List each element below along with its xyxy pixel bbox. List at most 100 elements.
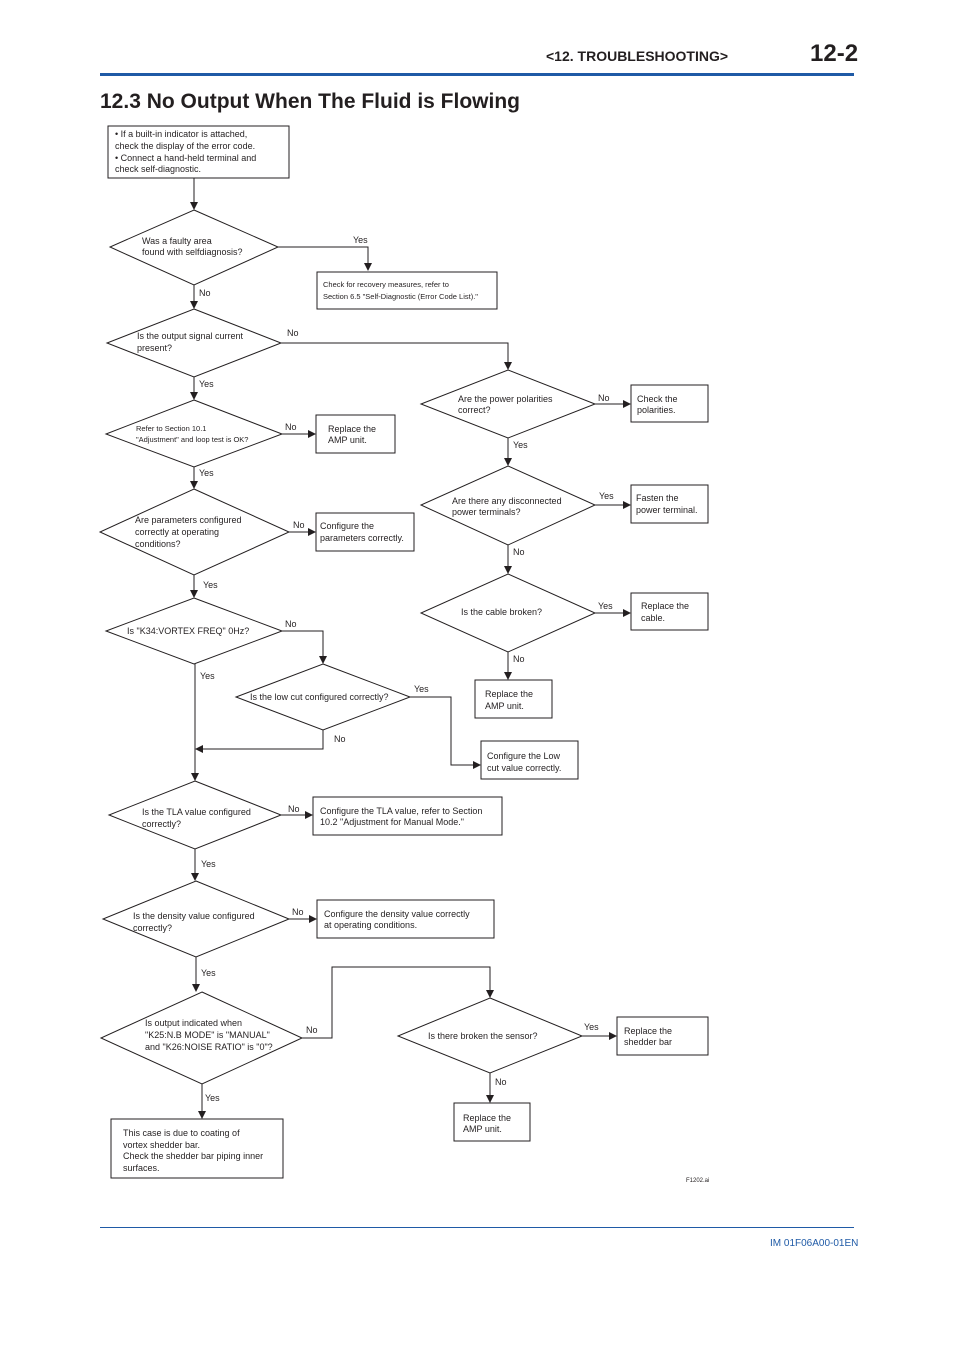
a3-box [315,414,396,454]
sa2-box [453,1102,531,1142]
q7-text: Is the TLA value configured [142,807,251,817]
yes-label: Yes [203,580,218,590]
sa2-text: Replace the [463,1113,511,1123]
ra3-text: Replace the [641,601,689,611]
no-label: No [285,422,297,432]
a7-text: 10.2 "Adjustment for Manual Mode." [320,817,464,827]
q9-text: Is output indicated when [145,1018,242,1028]
start-box [107,125,290,179]
q7-text: correctly? [142,819,181,829]
sa1-text: Replace the [624,1026,672,1036]
a9-text: This case is due to coating of [123,1128,240,1138]
yes-label: Yes [201,859,216,869]
footer-rule [100,1227,854,1228]
yes-label: Yes [584,1022,599,1032]
start-box-line: check self-diagnostic. [115,164,201,174]
q5-diamond [104,597,284,665]
yes-label: Yes [513,440,528,450]
no-label: No [495,1077,507,1087]
a1-text: Check for recovery measures, refer to [323,280,449,289]
q3-text: Refer to Section 10.1 [136,424,206,433]
start-box-line: check the display of the error code. [115,141,255,151]
r3-text: Is the cable broken? [461,607,542,617]
q3-text: "Adjustment" and loop test is OK? [136,435,248,444]
ra2-box [630,484,709,524]
a6-text: cut value correctly. [487,763,561,773]
page-number: 12-2 [810,40,859,67]
a9-text: Check the shedder bar piping inner [123,1151,263,1161]
no-label: No [293,520,305,530]
yes-label: Yes [599,491,614,501]
a6-box [480,740,579,780]
no-label: No [285,619,297,629]
ra4-text: Replace the [485,689,533,699]
sa1-box [616,1016,709,1056]
start-box-line: • Connect a hand-held terminal and [115,153,256,163]
yes-label: Yes [201,968,216,978]
q9-text: "K25:N.B MODE" is "MANUAL" [145,1030,270,1040]
no-label: No [292,907,304,917]
a8-text: Configure the density value correctly [324,909,470,919]
q4-text: correctly at operating [135,527,219,537]
q5-text: Is "K34:VORTEX FREQ" 0Hz? [127,626,249,636]
start-box-line: • If a built-in indicator is attached, [115,129,247,139]
no-label: No [598,393,610,403]
yes-label: Yes [598,601,613,611]
a8-box [316,899,495,939]
yes-label: Yes [199,379,214,389]
a9-text: vortex shedder bar. [123,1140,200,1150]
yes-label: Yes [199,468,214,478]
document-id: IM 01F06A00-01EN [770,1238,859,1249]
no-label: No [306,1025,318,1035]
no-label: No [199,288,211,298]
a3-text: Replace the [328,424,376,434]
no-label: No [287,328,299,338]
sa2-text: AMP unit. [463,1124,502,1134]
r1-text: correct? [458,405,491,415]
q8-text: Is the density value configured [133,911,255,921]
ra1-text: polarities. [637,405,676,415]
q1-text: found with selfdiagnosis? [142,247,243,257]
q3-diamond [104,399,284,468]
s1-text: Is there broken the sensor? [428,1031,538,1041]
connectors [190,178,631,1119]
branch-labels: Yes No No Yes No Yes No Yes No Yes Yes N… [199,235,614,1103]
a9-box [110,1118,284,1179]
ra3-text: cable. [641,613,665,623]
figure-id: F1202.ai [686,1178,710,1184]
q2-diamond [105,308,283,378]
sa1-text: shedder bar [624,1037,672,1047]
yes-label: Yes [414,684,429,694]
a4-box [315,512,415,552]
a1-box [316,271,498,310]
yes-label: Yes [200,671,215,681]
q4-text: Are parameters configured [135,515,242,525]
a9-text: surfaces. [123,1163,160,1173]
no-label: No [334,734,346,744]
a7-box [312,796,503,836]
q4-text: conditions? [135,539,181,549]
a4-text: Configure the [320,521,374,531]
q6-text: Is the low cut configured correctly? [250,692,389,702]
ra3-box [630,592,709,631]
q1-text: Was a faulty area [142,236,212,246]
r2-text: Are there any disconnected [452,496,562,506]
q9-text: and "K26:NOISE RATIO" is "0"? [145,1042,273,1052]
no-label: No [288,804,300,814]
r1-text: Are the power polarities [458,394,553,404]
ra1-text: Check the [637,394,678,404]
ra4-box [474,679,553,719]
a6-text: Configure the Low [487,751,561,761]
a8-text: at operating conditions. [324,920,417,930]
ra1-box [630,384,709,423]
r1-diamond [419,369,597,439]
q8-text: correctly? [133,923,172,933]
yes-label: Yes [353,235,368,245]
a3-text: AMP unit. [328,435,367,445]
ra4-text: AMP unit. [485,701,524,711]
q2-text: Is the output signal current [137,331,244,341]
shape-texts: • If a built-in indicator is attached, c… [115,129,698,1173]
r2-text: power terminals? [452,507,521,517]
no-label: No [513,547,525,557]
